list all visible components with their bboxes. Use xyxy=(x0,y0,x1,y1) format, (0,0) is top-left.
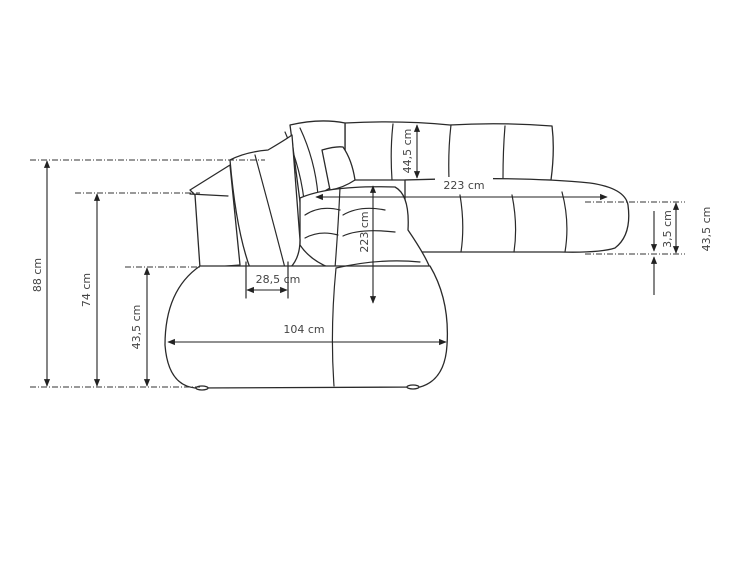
label-3-5cm: 3,5 cm xyxy=(661,210,674,248)
label-223cm-back: 223 cm xyxy=(443,179,484,192)
label-74cm: 74 cm xyxy=(80,273,93,307)
label-44-5cm: 44,5 cm xyxy=(401,129,414,174)
label-28-5cm: 28,5 cm xyxy=(256,273,301,286)
dimension-arrows xyxy=(43,124,680,387)
label-104cm: 104 cm xyxy=(283,323,324,336)
label-43-5cm-right: 43,5 cm xyxy=(700,207,713,252)
extension-lines xyxy=(30,159,685,388)
label-88cm: 88 cm xyxy=(31,258,44,292)
sofa-outline xyxy=(164,120,630,391)
dimension-labels: 88 cm 74 cm 43,5 cm 28,5 cm 104 cm 223 c… xyxy=(31,129,713,350)
label-43-5cm-left: 43,5 cm xyxy=(130,305,143,350)
label-223cm-side: 223 cm xyxy=(358,211,371,252)
